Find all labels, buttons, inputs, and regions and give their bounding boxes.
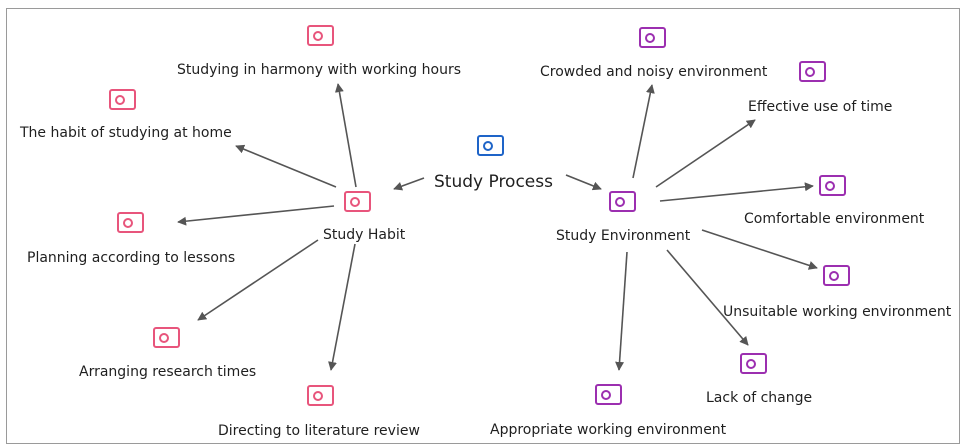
habit-to-child-2-arrow xyxy=(235,144,337,188)
root-to-environment-arrow xyxy=(565,174,602,191)
environment-child-5-label: Lack of change xyxy=(706,390,813,406)
environment-child-5-code-icon xyxy=(740,353,767,374)
habit-child-1-label: Studying in harmony with working hours xyxy=(177,62,461,78)
environment-to-child-4-arrow xyxy=(701,229,818,270)
habit-child-2-code-icon xyxy=(109,89,136,110)
environment-to-child-2-arrow xyxy=(655,119,756,188)
habit-child-1-code-icon xyxy=(307,25,334,46)
root-code-icon xyxy=(477,135,504,156)
environment-child-3-label: Comfortable environment xyxy=(744,211,925,227)
environment-child-2-label: Effective use of time xyxy=(748,99,893,115)
environment-child-4-label: Unsuitable working environment xyxy=(723,304,952,320)
environment-child-1-code-icon xyxy=(639,27,666,48)
environment-child-3-code-icon xyxy=(819,175,846,196)
root-label: Study Process xyxy=(434,172,553,192)
habit-child-4-label: Arranging research times xyxy=(79,364,257,380)
habit-to-child-5-arrow xyxy=(328,243,356,371)
environment-to-child-5-arrow xyxy=(666,249,749,346)
habit-child-4-code-icon xyxy=(153,327,180,348)
environment-code-icon xyxy=(609,191,636,212)
environment-child-6-label: Appropriate working environment xyxy=(490,422,727,438)
habit-label: Study Habit xyxy=(323,227,406,243)
environment-child-6-code-icon xyxy=(595,384,622,405)
habit-child-3-label: Planning according to lessons xyxy=(27,250,236,266)
habit-to-child-1-arrow xyxy=(334,83,357,188)
habit-child-5-code-icon xyxy=(307,385,334,406)
environment-label: Study Environment xyxy=(556,228,691,244)
environment-child-1-label: Crowded and noisy environment xyxy=(540,64,768,80)
habit-to-child-4-arrow xyxy=(197,239,319,321)
habit-child-3-code-icon xyxy=(117,212,144,233)
habit-child-2-label: The habit of studying at home xyxy=(20,125,232,141)
environment-child-2-code-icon xyxy=(799,61,826,82)
diagram-frame xyxy=(6,8,960,444)
environment-to-child-3-arrow xyxy=(659,182,814,202)
habit-code-icon xyxy=(344,191,371,212)
environment-to-child-1-arrow xyxy=(632,84,655,179)
environment-child-4-code-icon xyxy=(823,265,850,286)
environment-to-child-6-arrow xyxy=(615,251,628,371)
habit-child-5-label: Directing to literature review xyxy=(218,423,420,439)
root-to-habit-arrow xyxy=(393,177,425,191)
habit-to-child-3-arrow xyxy=(177,205,335,226)
